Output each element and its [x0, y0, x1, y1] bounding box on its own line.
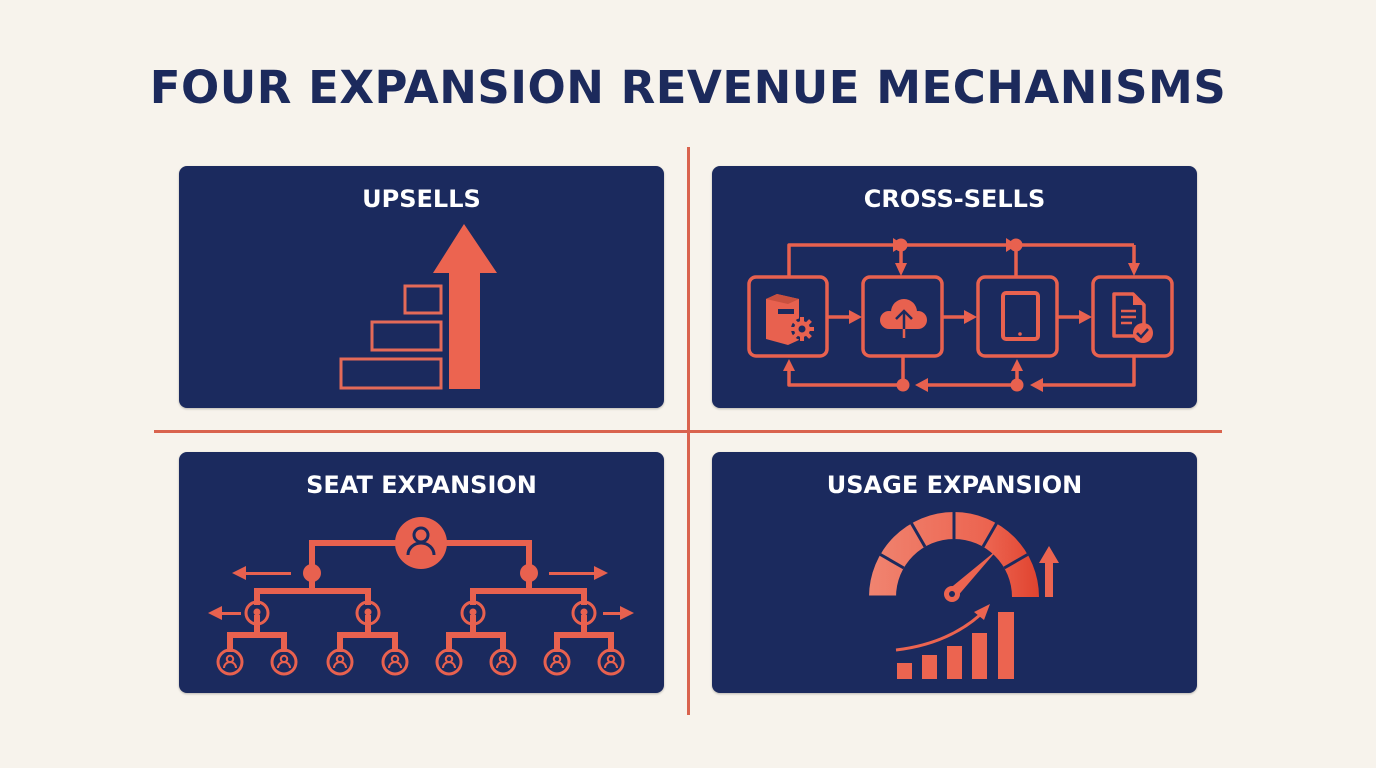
cross-sells-card: CROSS-SELLS	[712, 166, 1197, 408]
cloud-upload-icon	[880, 299, 927, 338]
software-package-gear-icon	[766, 294, 814, 345]
horizontal-divider	[154, 430, 1222, 433]
tablet-icon	[1001, 291, 1040, 341]
upsells-card: UPSELLS	[179, 166, 664, 408]
upsells-title: UPSELLS	[362, 185, 481, 213]
page-title: FOUR EXPANSION REVENUE MECHANISMS	[149, 61, 1227, 114]
user-hierarchy-tree-icon	[208, 517, 634, 676]
seat-expansion-title: SEAT EXPANSION	[306, 471, 537, 499]
product-flow-diagram-icon	[747, 238, 1174, 392]
stair-steps-up-arrow-icon	[339, 224, 497, 390]
cross-sells-title: CROSS-SELLS	[863, 185, 1046, 213]
seat-expansion-card: SEAT EXPANSION	[179, 452, 664, 693]
usage-expansion-title: USAGE EXPANSION	[826, 471, 1083, 499]
usage-expansion-card: USAGE EXPANSION	[712, 452, 1197, 693]
gauge-growth-bars-icon	[869, 512, 1059, 679]
document-check-icon	[1112, 292, 1153, 343]
